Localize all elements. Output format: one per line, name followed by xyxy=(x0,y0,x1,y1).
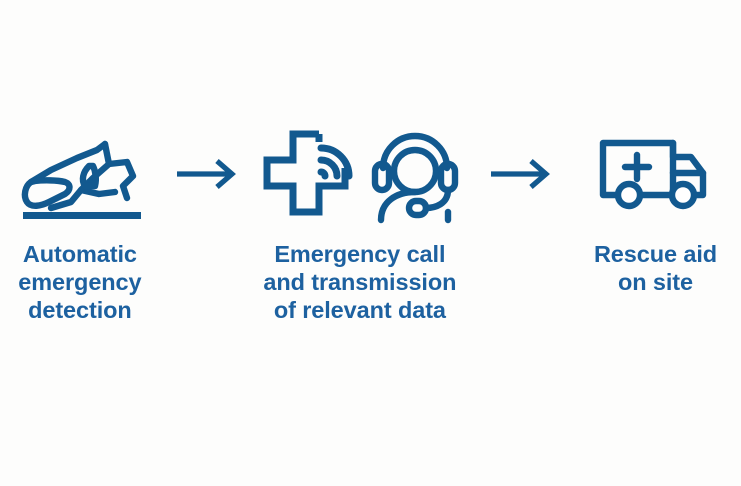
sidebar-item-emergency-call: Emergency call and transmission of relev… xyxy=(252,118,468,324)
step-1-icon-group xyxy=(15,118,145,230)
step-1-label: Automatic emergency detection xyxy=(18,241,142,323)
flow-arrow-1 xyxy=(168,118,248,230)
arrow-right-icon xyxy=(490,159,550,189)
step-2-icon-group xyxy=(259,118,461,230)
flow-arrow-2 xyxy=(482,118,562,230)
process-flow: Automatic emergency detection xyxy=(0,118,741,324)
step-3-icon-group xyxy=(599,118,711,230)
arrow-right-icon xyxy=(176,159,236,189)
medical-cross-signal-icon xyxy=(263,130,353,216)
step-2-label: Emergency call and transmission of relev… xyxy=(263,241,457,323)
headset-operator-icon xyxy=(371,132,459,224)
step-3-label: Rescue aid on site xyxy=(593,241,718,295)
sidebar-item-automatic-detection: Automatic emergency detection xyxy=(0,118,160,324)
ambulance-icon xyxy=(600,139,707,210)
sidebar-item-rescue-aid: Rescue aid on site xyxy=(570,118,741,296)
impact-barrier-bar xyxy=(22,212,141,219)
crashed-car-icon xyxy=(21,140,141,219)
